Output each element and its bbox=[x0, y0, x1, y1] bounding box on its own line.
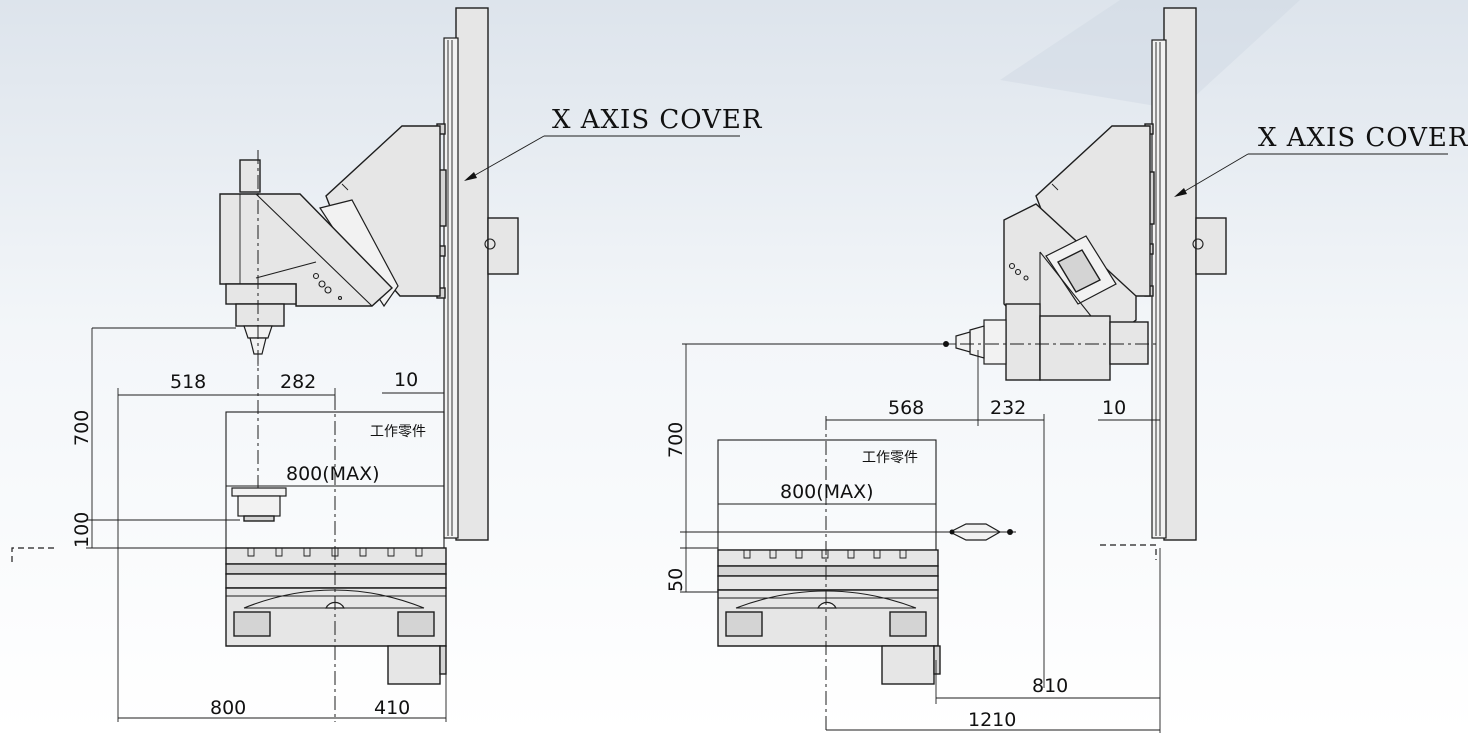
right-dim-232: 232 bbox=[990, 397, 1026, 419]
right-dim-50: 50 bbox=[665, 568, 687, 592]
right-view: X AXIS COVER 工作零件 800(MAX) 568 232 10 81… bbox=[665, 7, 1468, 733]
left-dim-10: 10 bbox=[394, 369, 418, 391]
left-dim-700: 700 bbox=[71, 410, 93, 446]
right-dimension-lines bbox=[680, 343, 1161, 733]
left-dimension-lines bbox=[11, 327, 447, 722]
left-cover-leader bbox=[464, 135, 740, 181]
left-cover-label: X AXIS COVER bbox=[552, 105, 763, 135]
right-column bbox=[1139, 7, 1227, 541]
right-dim-810: 810 bbox=[1032, 675, 1068, 697]
left-lower-tool bbox=[231, 487, 287, 522]
left-view: X AXIS COVER 工作零件 800(MAX) 518 282 10 80… bbox=[11, 7, 763, 722]
left-spindle-head bbox=[219, 159, 394, 366]
right-t-slots bbox=[743, 550, 907, 559]
right-lower-tool bbox=[936, 523, 1016, 541]
left-table bbox=[225, 547, 447, 685]
right-dim-700: 700 bbox=[665, 422, 687, 458]
right-swivel-head bbox=[942, 203, 1149, 381]
right-max-label: 800(MAX) bbox=[780, 481, 874, 503]
left-dim-100: 100 bbox=[71, 512, 93, 548]
left-t-slots bbox=[247, 548, 423, 557]
right-dim-568: 568 bbox=[888, 397, 924, 419]
left-max-label: 800(MAX) bbox=[286, 463, 380, 485]
left-dim-518: 518 bbox=[170, 371, 206, 393]
right-dim-10: 10 bbox=[1102, 397, 1126, 419]
background-streak bbox=[1000, 0, 1300, 110]
left-dim-410: 410 bbox=[374, 697, 410, 719]
right-dim-1210: 1210 bbox=[968, 709, 1016, 731]
left-dim-282: 282 bbox=[280, 371, 316, 393]
right-workpiece-label: 工作零件 bbox=[862, 450, 918, 466]
left-workpiece-label: 工作零件 bbox=[370, 424, 426, 440]
right-cover-label: X AXIS COVER bbox=[1258, 123, 1468, 153]
left-dim-800: 800 bbox=[210, 697, 246, 719]
right-cover-leader bbox=[1174, 153, 1448, 197]
